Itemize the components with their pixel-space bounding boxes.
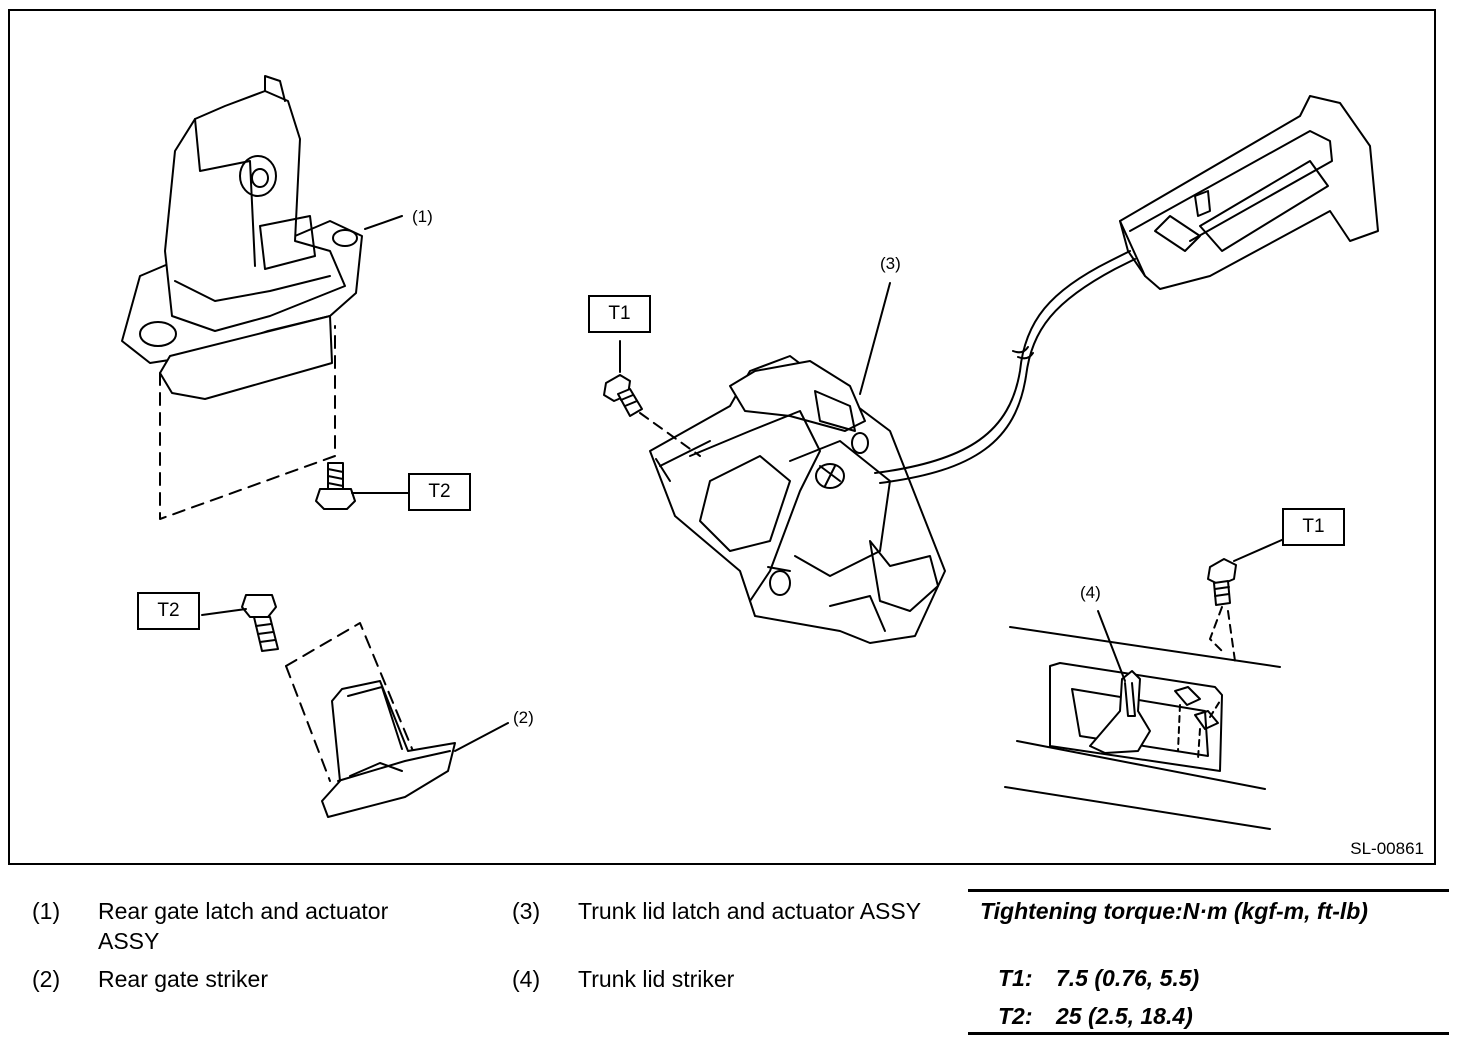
torque-panel: Tightening torque:N·m (kgf-m, ft-lb) T1:… xyxy=(968,889,1449,1035)
exploded-diagram: (1) (2) (3) (4) T1 T1 T2 T2 SL-00861 xyxy=(8,9,1436,865)
trunk-lid-latch-actuator-drawing xyxy=(603,95,1379,644)
legend-item-2: (2) Rear gate striker xyxy=(32,964,462,996)
torque-box-t2-bottom: T2 xyxy=(137,592,200,630)
legend-number: (2) xyxy=(32,966,61,992)
torque-code: T1: xyxy=(998,965,1033,991)
torque-value: 7.5 (0.76, 5.5) xyxy=(1056,965,1200,991)
torque-box-t1-right: T1 xyxy=(1282,508,1345,546)
callout-1: (1) xyxy=(412,207,433,226)
trunk-lid-striker-drawing xyxy=(1004,538,1285,830)
legend-number: (4) xyxy=(512,966,541,992)
legend-label: Rear gate striker xyxy=(98,966,269,992)
callout-3: (3) xyxy=(880,254,901,273)
torque-title: Tightening torque:N·m (kgf-m, ft-lb) xyxy=(980,898,1368,924)
rear-gate-striker-drawing xyxy=(201,594,509,818)
legend-item-1: (1) Rear gate latch and actuator ASSY xyxy=(32,896,462,958)
callout-4: (4) xyxy=(1080,583,1101,602)
legend-label: Trunk lid striker xyxy=(578,966,735,992)
torque-row-t2: T2: 25 (2.5, 18.4) xyxy=(998,1003,1193,1030)
torque-row-t1: T1: 7.5 (0.76, 5.5) xyxy=(998,965,1199,992)
legend-number: (1) xyxy=(32,898,61,924)
legend-item-4: (4) Trunk lid striker xyxy=(512,964,962,996)
callout-2: (2) xyxy=(513,708,534,727)
legend-item-3: (3) Trunk lid latch and actuator ASSY xyxy=(512,896,962,928)
torque-box-t2-top: T2 xyxy=(408,473,471,511)
legend-number: (3) xyxy=(512,898,541,924)
torque-value: 25 (2.5, 18.4) xyxy=(1056,1003,1193,1029)
legend-label: Rear gate latch and actuator ASSY xyxy=(98,898,389,954)
figure-code: SL-00861 xyxy=(1350,839,1424,858)
legend-label: Trunk lid latch and actuator ASSY xyxy=(578,898,922,924)
rear-gate-latch-actuator-drawing xyxy=(121,75,411,520)
torque-code: T2: xyxy=(998,1003,1033,1029)
torque-box-t1-left: T1 xyxy=(588,295,651,333)
